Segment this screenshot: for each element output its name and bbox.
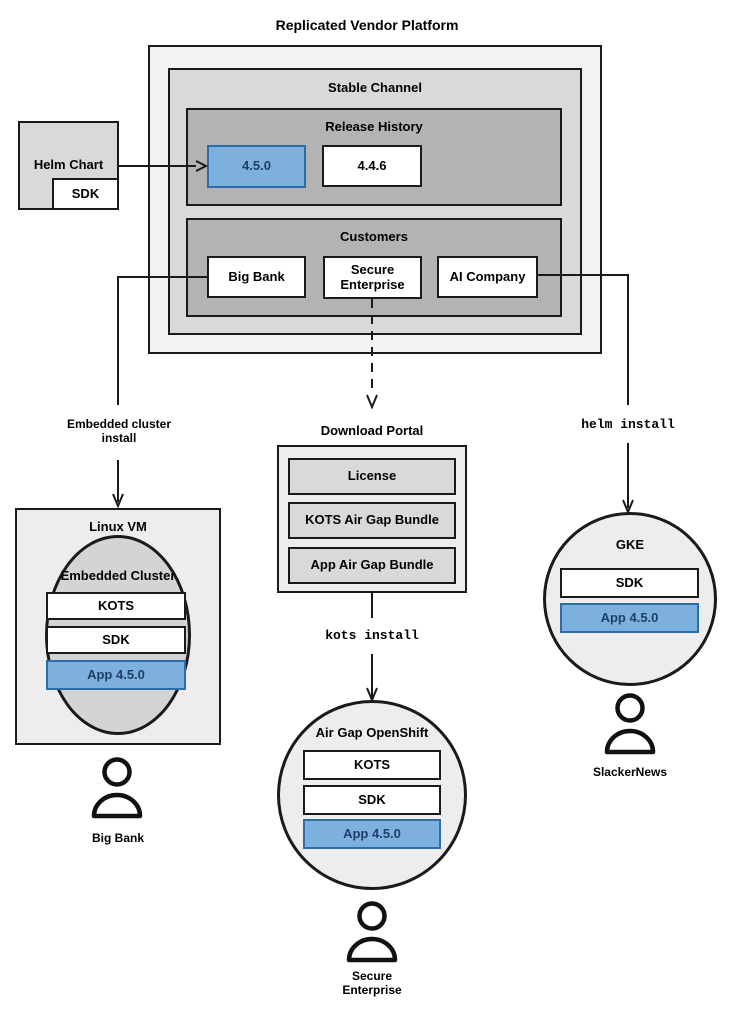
diagram-title: Replicated Vendor Platform — [275, 16, 459, 33]
customer-label: Secure Enterprise — [340, 261, 405, 292]
artifact-label: App Air Gap Bundle — [310, 557, 434, 573]
kots-install-label: kots install — [325, 627, 419, 643]
component-label: App 4.5.0 — [600, 609, 659, 625]
linux-vm-component-app[interactable]: App 4.5.0 — [46, 660, 186, 690]
customer-ai-company[interactable]: AI Company — [437, 256, 538, 298]
release-item-4.4.6[interactable]: 4.4.6 — [322, 145, 422, 187]
component-label: SDK — [358, 791, 386, 807]
person-icon-secure-enterprise — [346, 901, 398, 963]
linux-vm-component-sdk[interactable]: SDK — [46, 626, 186, 654]
customer-label: Big Bank — [228, 268, 285, 284]
linux-vm-title: Linux VM — [89, 518, 147, 534]
customer-big-bank[interactable]: Big Bank — [207, 256, 306, 298]
edge-download-portal-to-openshift — [366, 593, 378, 703]
release-history-title: Release History — [325, 118, 423, 134]
gke-component-sdk[interactable]: SDK — [560, 568, 699, 598]
component-label: App 4.5.0 — [343, 825, 401, 841]
artifact-label: KOTS Air Gap Bundle — [305, 512, 439, 528]
customers-title: Customers — [340, 228, 408, 244]
customer-label: AI Company — [449, 268, 526, 284]
component-label: KOTS — [97, 597, 135, 613]
person-icon-slackernews — [604, 693, 656, 755]
helm-chart-label: Helm Chart — [33, 156, 104, 172]
openshift-component-app[interactable]: App 4.5.0 — [303, 819, 441, 849]
person-icon-big-bank — [91, 757, 143, 819]
persona-label-secure-enterprise: Secure Enterprise — [342, 969, 402, 997]
component-label: SDK — [615, 574, 644, 590]
download-portal-title: Download Portal — [320, 422, 424, 438]
embedded-cluster-title: Embedded Cluster — [60, 567, 176, 583]
customer-secure-enterprise[interactable]: Secure Enterprise — [323, 256, 422, 299]
helm-chart-sdk-box[interactable]: SDK — [52, 178, 119, 210]
persona-label-slackernews: SlackerNews — [592, 765, 668, 780]
helm-install-label: helm install — [581, 416, 675, 432]
linux-vm-component-kots[interactable]: KOTS — [46, 592, 186, 620]
download-portal-artifact-app-air-gap-bundle[interactable]: App Air Gap Bundle — [288, 547, 456, 584]
component-label: KOTS — [353, 756, 391, 772]
persona-label-big-bank: Big Bank — [91, 831, 144, 846]
stable-channel-title: Stable Channel — [328, 79, 422, 95]
release-version-label: 4.4.6 — [357, 157, 387, 173]
release-item-4.5.0[interactable]: 4.5.0 — [207, 145, 306, 188]
download-portal-artifact-kots-air-gap-bundle[interactable]: KOTS Air Gap Bundle — [288, 502, 456, 539]
helm-chart-sdk-label: SDK — [71, 185, 100, 201]
openshift-component-kots[interactable]: KOTS — [303, 750, 441, 780]
gke-component-app[interactable]: App 4.5.0 — [560, 603, 699, 633]
component-label: App 4.5.0 — [87, 666, 145, 682]
artifact-label: License — [347, 468, 397, 484]
air-gap-openshift-title: Air Gap OpenShift — [315, 724, 429, 740]
embedded-cluster-install-label: Embedded cluster install — [66, 417, 172, 445]
component-label: SDK — [102, 631, 130, 647]
release-version-label: 4.5.0 — [242, 158, 271, 174]
gke-title: GKE — [615, 536, 645, 552]
download-portal-artifact-license[interactable]: License — [288, 458, 456, 495]
openshift-component-sdk[interactable]: SDK — [303, 785, 441, 815]
